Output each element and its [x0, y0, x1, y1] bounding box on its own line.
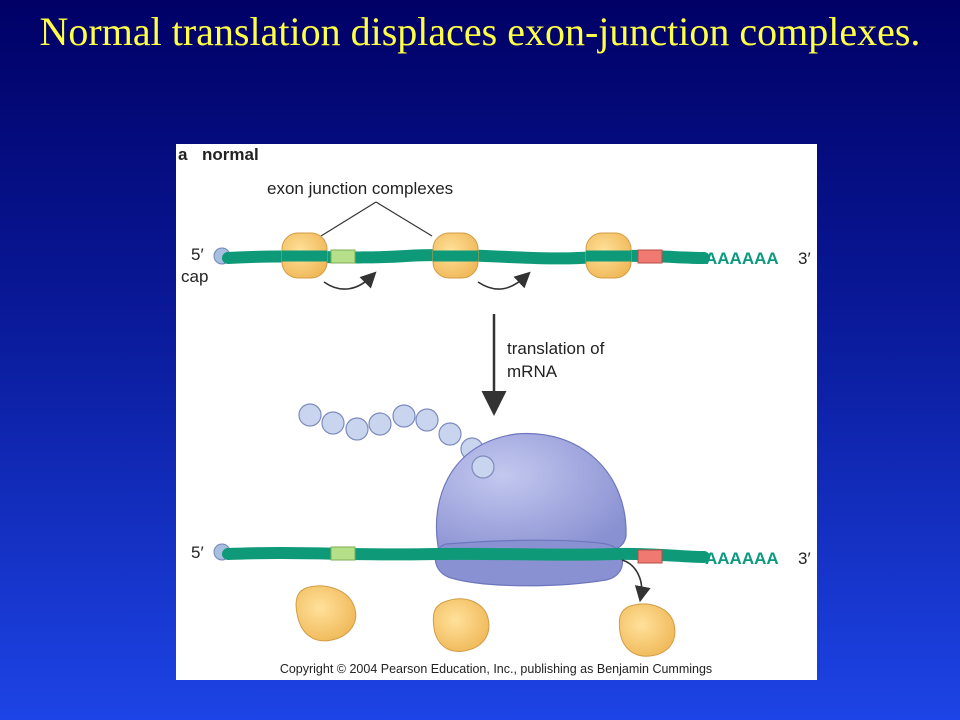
amino-acid-7: [438, 422, 462, 446]
released-ejc-1-icon: [295, 585, 357, 642]
panel-name: normal: [202, 145, 259, 164]
stop-codon-top: [637, 249, 663, 264]
ejc-3-icon: [585, 232, 632, 279]
bottom-mrna: [213, 543, 710, 603]
polya-top: AAAAAA: [705, 249, 779, 268]
ejc-pointer-lines: [320, 201, 433, 237]
slide-title: Normal translation displaces exon-juncti…: [0, 6, 960, 58]
amino-acid-1: [298, 403, 322, 427]
mrna-strand-bottom: [222, 547, 710, 563]
amino-acid-4: [368, 412, 392, 436]
amino-acid-3: [345, 417, 369, 441]
five-prime-top: 5′: [191, 245, 204, 264]
polya-bottom: AAAAAA: [705, 549, 779, 568]
top-mrna: [213, 232, 710, 290]
released-ejc-3-icon: [618, 603, 676, 657]
amino-acid-5: [392, 404, 416, 428]
exon-marker-bottom: [330, 546, 356, 561]
five-prime-bottom: 5′: [191, 543, 204, 562]
panel-letter: a: [178, 145, 188, 164]
three-prime-top: 3′: [798, 249, 811, 268]
ejc-1-icon: [281, 232, 328, 279]
curved-arrow-2-icon: [477, 271, 531, 290]
translation-figure: a normal exon junction complexes: [176, 144, 817, 680]
exon-marker-top: [330, 249, 356, 264]
arrow-label-line2: mRNA: [507, 362, 558, 381]
amino-acid-6: [415, 408, 439, 432]
ejc-label: exon junction complexes: [267, 179, 453, 198]
arrow-label-line1: translation of: [507, 339, 605, 358]
stop-codon-bottom: [637, 549, 663, 564]
three-prime-bottom: 3′: [798, 549, 811, 568]
copyright-text: Copyright © 2004 Pearson Education, Inc.…: [280, 662, 712, 676]
released-ejc-2-icon: [432, 598, 490, 652]
amino-acid-exit: [471, 455, 495, 479]
translation-diagram: a normal exon junction complexes: [178, 145, 811, 676]
slide-title-text: Normal translation displaces exon-juncti…: [39, 9, 921, 54]
release-arrow-icon: [621, 559, 651, 603]
cap-label: cap: [181, 267, 208, 286]
amino-acid-2: [321, 411, 345, 435]
curved-arrow-1-icon: [323, 271, 377, 290]
ejc-2-icon: [432, 232, 479, 279]
ribosome-small-subunit: [434, 539, 623, 587]
